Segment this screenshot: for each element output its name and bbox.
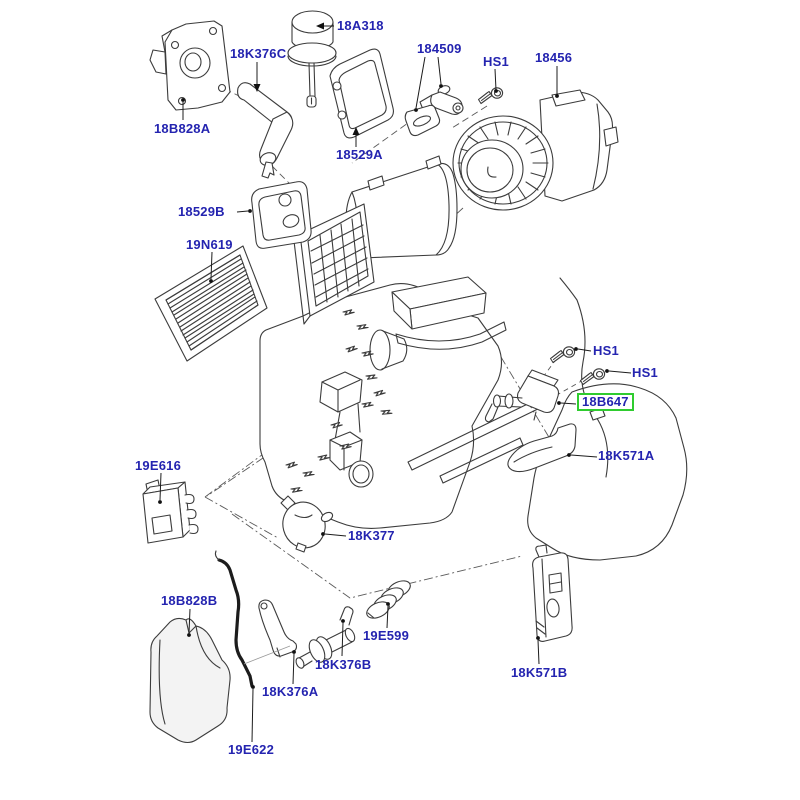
part-label-18456[interactable]: 18456 xyxy=(535,50,573,65)
part-18B647-valve xyxy=(484,369,560,423)
part-label-18529A[interactable]: 18529A xyxy=(336,147,383,162)
part-18K377-disc xyxy=(280,495,334,553)
part-label-18K571A[interactable]: 18K571A xyxy=(598,448,655,463)
part-label-18K571B[interactable]: 18K571B xyxy=(511,665,568,680)
part-label-HS1-b[interactable]: HS1 xyxy=(593,343,619,358)
part-label-19E599[interactable]: 19E599 xyxy=(363,628,410,643)
part-18K571B-plate xyxy=(532,544,573,642)
part-18529B-gasket xyxy=(251,181,312,249)
leader-lines xyxy=(158,22,632,743)
part-18K571A-bracket xyxy=(507,423,577,473)
part-label-18K376C[interactable]: 18K376C xyxy=(230,46,287,61)
part-label-HS1-a[interactable]: HS1 xyxy=(483,54,509,69)
part-label-19E622[interactable]: 19E622 xyxy=(228,742,275,757)
part-label-18K377[interactable]: 18K377 xyxy=(348,528,395,543)
part-19E616-resistor xyxy=(142,479,199,544)
part-18K376B-shaft xyxy=(295,606,356,669)
part-18529A-gasket xyxy=(329,48,394,139)
part-18K376A-lever xyxy=(258,599,298,658)
part-18B828B-cover xyxy=(149,617,231,744)
part-label-18A318[interactable]: 18A318 xyxy=(337,18,384,33)
part-label-18B647[interactable]: 18B647 xyxy=(577,393,634,411)
part-label-184509[interactable]: 184509 xyxy=(417,41,462,56)
part-18456-blower-motor xyxy=(452,89,619,211)
part-18K376C-lever xyxy=(237,82,294,179)
part-19E622-rod xyxy=(214,550,291,688)
part-19E599-spring xyxy=(366,580,411,619)
part-label-18B828A[interactable]: 18B828A xyxy=(154,121,211,136)
part-label-19E616[interactable]: 19E616 xyxy=(135,458,182,473)
part-label-18K376B[interactable]: 18K376B xyxy=(315,657,372,672)
part-19N619-filter xyxy=(154,245,268,362)
part-label-HS1-c[interactable]: HS1 xyxy=(632,365,658,380)
part-label-19N619[interactable]: 19N619 xyxy=(186,237,233,252)
part-label-18K376A[interactable]: 18K376A xyxy=(262,684,319,699)
grille-grid xyxy=(310,218,369,303)
part-label-18529B[interactable]: 18529B xyxy=(178,204,225,219)
filter-pleats xyxy=(165,254,259,351)
part-label-18B828B[interactable]: 18B828B xyxy=(161,593,218,608)
